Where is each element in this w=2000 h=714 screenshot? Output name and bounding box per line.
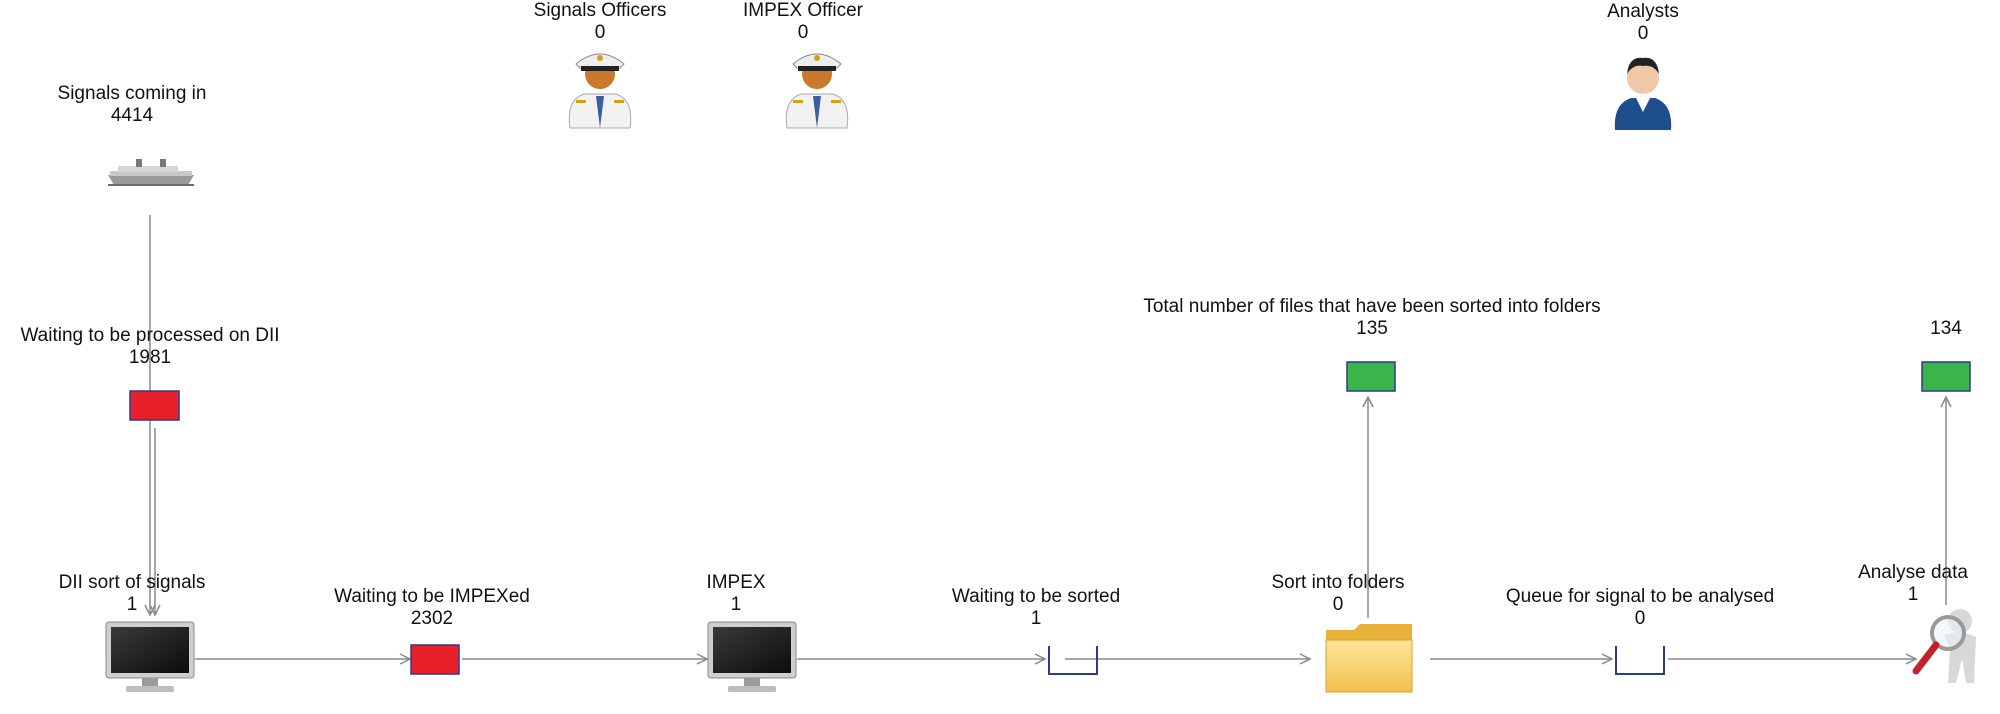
connectors xyxy=(150,215,1946,659)
queue-total-sorted xyxy=(1346,361,1396,392)
computer-icon xyxy=(105,621,195,692)
analyse-data-count: 1 xyxy=(1907,584,1919,605)
queue-analysed-total xyxy=(1921,361,1971,392)
analyse-data-name: Analyse data xyxy=(1858,562,1968,583)
queues xyxy=(129,361,1971,675)
analysts-count: 0 xyxy=(1637,23,1649,44)
queue-for-analysis xyxy=(1615,646,1665,675)
analysed-total-label: 134 xyxy=(1930,318,1962,340)
impex-officer-count: 0 xyxy=(797,22,809,43)
officer-icon xyxy=(568,53,632,129)
queue-waiting-sorted xyxy=(1048,646,1098,675)
signals-officers-label: Signals Officers 0 xyxy=(534,0,667,44)
queue-waiting-impexed xyxy=(410,644,460,675)
total-sorted-name: Total number of files that have been sor… xyxy=(1143,296,1601,317)
officer-icon xyxy=(785,53,849,129)
impex-count: 1 xyxy=(730,594,742,615)
waiting-sorted-name: Waiting to be sorted xyxy=(951,586,1121,607)
dii-sort-name: DII sort of signals xyxy=(58,572,206,593)
impex-officer-label: IMPEX Officer 0 xyxy=(743,0,863,44)
total-sorted-label: Total number of files that have been sor… xyxy=(1143,296,1600,340)
waiting-impexed-count: 2302 xyxy=(410,608,454,629)
waiting-impexed-label: Waiting to be IMPEXed 2302 xyxy=(334,586,530,630)
sort-into-folders-count: 0 xyxy=(1332,594,1344,615)
queue-waiting-processed-dii xyxy=(129,390,180,421)
queue-analysed-label: Queue for signal to be analysed 0 xyxy=(1506,586,1774,630)
impex-label: IMPEX 1 xyxy=(706,572,765,616)
waiting-impexed-name: Waiting to be IMPEXed xyxy=(334,586,530,607)
analysed-total-count: 134 xyxy=(1930,318,1962,339)
impex-name: IMPEX xyxy=(706,572,766,593)
sort-into-folders-name: Sort into folders xyxy=(1271,572,1405,593)
analyst-icon xyxy=(1614,57,1672,130)
signals-officers-count: 0 xyxy=(594,22,606,43)
folder-icon xyxy=(1325,624,1413,693)
sort-into-folders-label: Sort into folders 0 xyxy=(1271,572,1404,616)
analysts-label: Analysts 0 xyxy=(1607,1,1679,45)
waiting-sorted-count: 1 xyxy=(1030,608,1042,629)
waiting-processed-dii-label: Waiting to be processed on DII 1981 xyxy=(20,325,279,369)
impex-officer-name: IMPEX Officer xyxy=(742,0,864,21)
signals-coming-in-label: Signals coming in 4414 xyxy=(58,83,207,127)
signals-coming-in-count: 4414 xyxy=(110,105,154,126)
computer-icon xyxy=(707,621,797,692)
dii-sort-count: 1 xyxy=(126,594,138,615)
total-sorted-count: 135 xyxy=(1356,318,1388,339)
waiting-processed-dii-count: 1981 xyxy=(128,347,172,368)
signals-coming-in-name: Signals coming in xyxy=(57,83,207,104)
signals-officers-name: Signals Officers xyxy=(533,0,667,21)
queue-analysed-count: 0 xyxy=(1634,608,1646,629)
dii-sort-label: DII sort of signals 1 xyxy=(59,572,206,616)
magnifier-figure-icon xyxy=(1912,609,1976,683)
ship-icon xyxy=(108,159,194,186)
analysts-name: Analysts xyxy=(1607,1,1679,22)
queue-analysed-name: Queue for signal to be analysed xyxy=(1505,586,1775,607)
analyse-data-label: Analyse data 1 xyxy=(1858,562,1968,606)
waiting-processed-dii-name: Waiting to be processed on DII xyxy=(20,325,280,346)
waiting-sorted-label: Waiting to be sorted 1 xyxy=(952,586,1120,630)
